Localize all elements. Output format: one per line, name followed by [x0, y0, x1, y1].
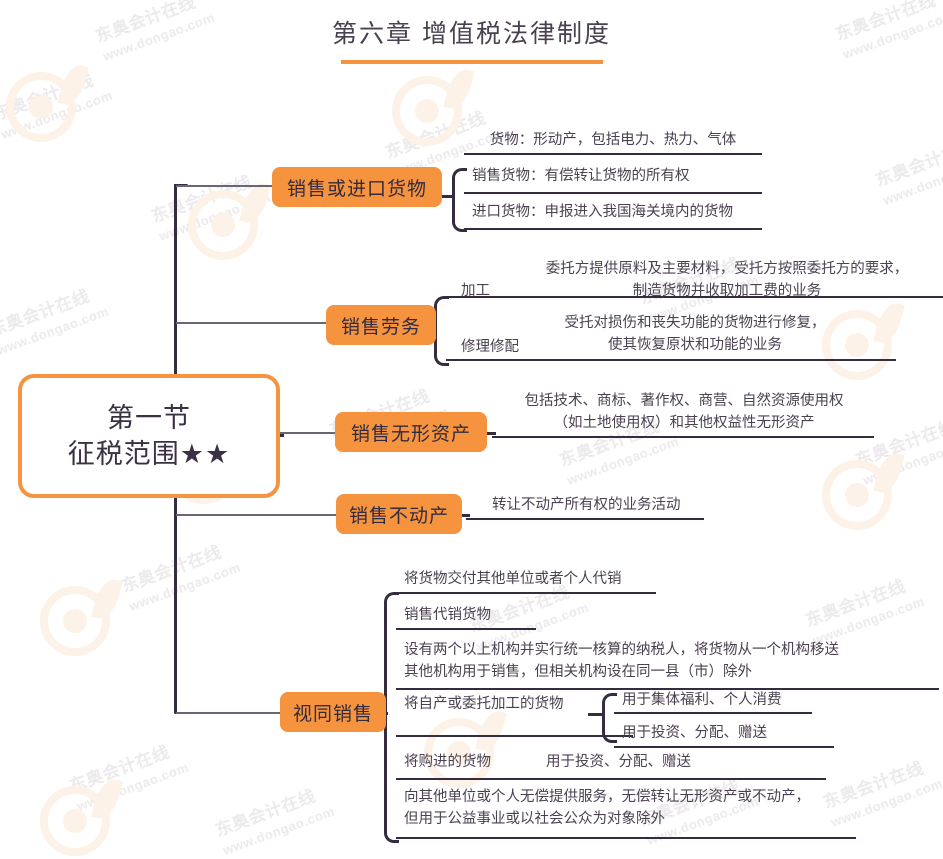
link-branch-4: [176, 514, 336, 516]
branch-node-sales-or-import[interactable]: 销售或进口货物: [272, 167, 442, 207]
leaf-rule-2-1: [446, 296, 943, 298]
leaf-text: 设有两个以上机构并实行统一核算的纳税人，将货物从一个机构移送 其他机构用于销售，…: [404, 642, 839, 680]
leaf-rule-5-2: [396, 628, 536, 630]
leaf-text: 进口货物：申报进入我国海关境内的货物: [472, 204, 733, 220]
sub-label-processing: 加工: [461, 283, 490, 299]
bracket-nested: [602, 693, 617, 743]
leaf-text: 销售代销货物: [404, 607, 491, 623]
link-branch-1: [176, 185, 272, 187]
leaf-rule-1-3: [464, 228, 762, 230]
branch-node-deemed-sales[interactable]: 视同销售: [280, 692, 386, 732]
page-header: 第六章 增值税法律制度: [0, 14, 943, 64]
leaf-rule-3-1: [492, 436, 874, 438]
bracket-stub-1: [438, 195, 454, 198]
leaf-rule-1-2: [464, 192, 762, 194]
leaf-rule-5-3: [396, 688, 939, 690]
branch-node-sales-services[interactable]: 销售劳务: [326, 305, 436, 345]
nested-leaf-text: 用于集体福利、个人消费: [622, 692, 782, 708]
link-branch-3: [280, 432, 335, 434]
branch-node-sales-realestate[interactable]: 销售不动产: [336, 494, 462, 534]
branch-label: 销售或进口货物: [286, 178, 427, 200]
leaf-text: 销售货物：有偿转让货物的所有权: [472, 168, 690, 184]
title-underline: [340, 60, 603, 64]
bracket-stub-4: [458, 514, 470, 517]
link-branch-2: [176, 322, 326, 324]
bracket-branch-2: [434, 296, 449, 366]
page-title: 第六章 增值税法律制度: [332, 20, 611, 48]
branch-label: 视同销售: [292, 703, 373, 725]
bracket-stub-3: [486, 432, 496, 435]
leaf-rule-5-1: [396, 592, 656, 594]
nested-leaf-text: 用于投资、分配、赠送: [622, 725, 767, 741]
leaf-text: 受托对损伤和丧失功能的货物进行修复， 使其恢复原状和功能的业务: [564, 315, 826, 353]
leaf-text: 将货物交付其他单位或者个人代销: [404, 571, 622, 587]
root-line-1: 第一节: [106, 402, 191, 433]
root-node[interactable]: 第一节 征税范围★★: [18, 374, 280, 498]
bracket-branch-1: [452, 168, 467, 232]
leaf-text: 委托方提供原料及主要材料，受托方按照委托方的要求， 制造货物并收取加工费的业务: [545, 261, 909, 299]
leaf-rule-nested-1: [614, 712, 812, 714]
branch-node-sales-intangible[interactable]: 销售无形资产: [335, 412, 487, 452]
sub-label-repair: 修理修配: [461, 339, 519, 355]
leaf-text: 向其他单位或个人无偿提供服务，无偿转让无形资产或不动产， 但用于公益事业或以社会…: [404, 789, 810, 827]
root-line-2: 征税范围★★: [67, 439, 231, 469]
leaf-text: 货物：形动产，包括电力、热力、气体: [489, 132, 737, 148]
leaf-rule-nested-2: [614, 746, 834, 748]
leaf-text: 转让不动产所有权的业务活动: [492, 497, 681, 513]
leaf-rule-2-2: [446, 359, 896, 361]
bracket-stub-nested: [588, 713, 604, 716]
leaf-text: 包括技术、商标、著作权、商营、自然资源使用权 （如土地使用权）和其他权益性无形资…: [524, 393, 844, 431]
inline-leaf-text: 用于投资、分配、赠送: [546, 754, 691, 770]
leaf-text: 将自产或委托加工的货物: [404, 696, 564, 712]
leaf-rule-5-4: [396, 735, 633, 737]
branch-label: 销售无形资产: [350, 423, 471, 445]
leaf-rule-4-1: [466, 518, 704, 520]
leaf-rule-5-5: [396, 778, 826, 780]
link-branch-5: [176, 712, 281, 714]
leaf-rule-1-1: [464, 153, 762, 155]
branch-label: 销售不动产: [348, 505, 449, 527]
leaf-rule-5-6: [396, 837, 856, 839]
branch-label: 销售劳务: [340, 316, 421, 338]
